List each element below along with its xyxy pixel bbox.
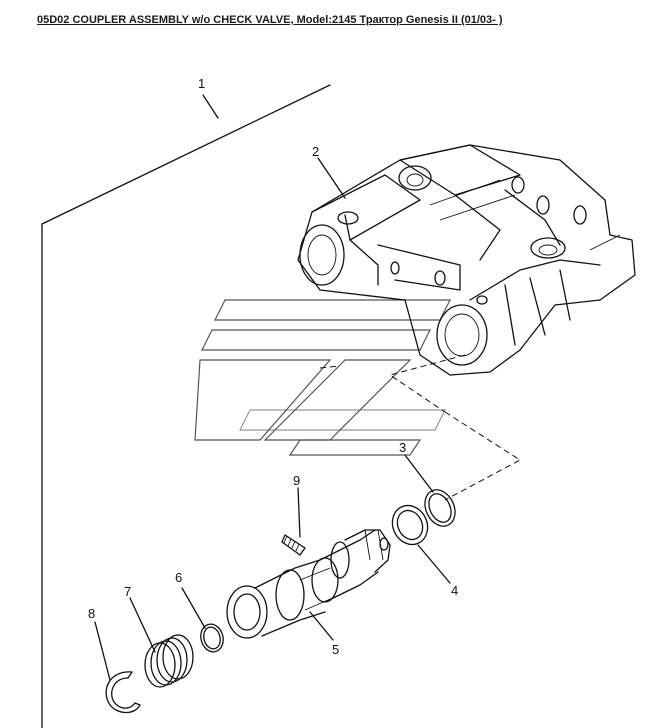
callout-3: 3 bbox=[399, 440, 406, 455]
o-ring-part-6 bbox=[200, 623, 224, 653]
coupler-body bbox=[297, 144, 636, 376]
assembly-lines bbox=[319, 354, 521, 501]
diagram-title: 05D02 COUPLER ASSEMBLY w/o CHECK VALVE, … bbox=[37, 14, 503, 26]
callout-8: 8 bbox=[88, 606, 95, 621]
backup-ring-part-4 bbox=[391, 504, 429, 546]
snap-ring-part-8 bbox=[105, 671, 141, 714]
callout-4: 4 bbox=[451, 583, 458, 598]
callout-2: 2 bbox=[312, 144, 319, 159]
valve-spool-part-5 bbox=[226, 529, 391, 639]
o-ring-part-3 bbox=[424, 489, 456, 527]
callout-7: 7 bbox=[124, 584, 131, 599]
callout-9: 9 bbox=[293, 473, 300, 488]
spring-part-7 bbox=[144, 634, 194, 688]
leader-1 bbox=[41, 84, 331, 728]
callout-5: 5 bbox=[332, 642, 339, 657]
leader-lines bbox=[94, 157, 451, 681]
callout-1: 1 bbox=[198, 76, 205, 91]
callout-6: 6 bbox=[175, 570, 182, 585]
screw-part-9 bbox=[281, 534, 306, 556]
